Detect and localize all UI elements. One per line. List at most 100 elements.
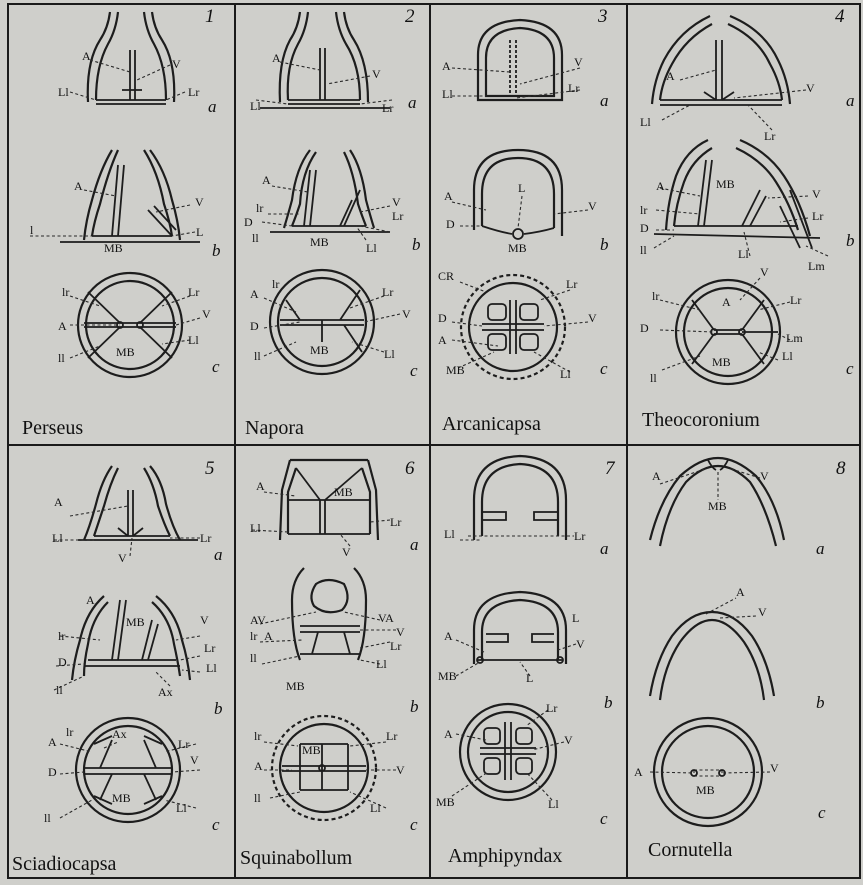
structure-label: V — [396, 625, 405, 639]
structure-label: Lr — [392, 209, 403, 223]
structure-label: Ll — [370, 801, 381, 815]
structure-label: Lr — [568, 81, 579, 95]
view-label-a: a — [600, 91, 609, 110]
structure-label: A — [250, 287, 259, 301]
structure-label: A — [438, 333, 447, 347]
structure-label: MB — [708, 499, 727, 513]
structure-label: Lr — [200, 531, 211, 545]
structure-label: Ax — [112, 727, 127, 741]
structure-label: ll — [650, 371, 657, 385]
view-label-a: a — [410, 535, 419, 554]
structure-label: lr — [58, 629, 65, 643]
structure-label: A — [444, 727, 453, 741]
view-label-a: a — [408, 93, 417, 112]
panel-number: 8 — [836, 458, 846, 479]
view-label-c: c — [410, 361, 418, 380]
structure-label: V — [402, 307, 411, 321]
structure-label: V — [195, 195, 204, 209]
structure-label: L — [518, 181, 525, 195]
structure-label: D — [446, 217, 455, 231]
view-label-b: b — [410, 697, 419, 716]
structure-label: Lr — [188, 285, 199, 299]
view-label-c: c — [846, 359, 854, 378]
genus-name: Squinabollum — [240, 847, 353, 869]
structure-label: A — [264, 629, 273, 643]
structure-label: Lr — [812, 209, 823, 223]
structure-label: V — [758, 605, 767, 619]
structure-label: Lr — [382, 101, 393, 115]
structure-label: D — [640, 321, 649, 335]
structure-label: D — [244, 215, 253, 229]
panel-number: 1 — [205, 6, 215, 27]
structure-label: Lr — [390, 639, 401, 653]
structure-label: Ll — [206, 661, 217, 675]
panel-number: 6 — [405, 458, 415, 479]
structure-label: Lr — [188, 85, 199, 99]
structure-label: Ll — [188, 333, 199, 347]
structure-label: V — [588, 311, 597, 325]
panel-number: 2 — [405, 6, 415, 27]
structure-label: MB — [112, 791, 131, 805]
structure-label: Ll — [176, 801, 187, 815]
structure-label: A — [736, 585, 745, 599]
view-label-b: b — [600, 235, 609, 254]
structure-label: D — [640, 221, 649, 235]
structure-label: V — [172, 57, 181, 71]
view-label-a: a — [214, 545, 223, 564]
structure-label: A — [58, 319, 67, 333]
structure-label: Ll — [548, 797, 559, 811]
structure-label: Ll — [250, 99, 261, 113]
structure-label: MB — [310, 235, 329, 249]
panel-number: 5 — [205, 458, 215, 479]
structure-label: A — [74, 179, 83, 193]
genus-name: Theocoronium — [642, 409, 760, 431]
structure-label: MB — [696, 783, 715, 797]
structure-label: ll — [640, 243, 647, 257]
structure-label: lr — [250, 629, 257, 643]
structure-label: MB — [104, 241, 123, 255]
structure-label: Ll — [442, 87, 453, 101]
structure-label: Lr — [386, 729, 397, 743]
structure-label: Ll — [376, 657, 387, 671]
structure-label: Lr — [790, 293, 801, 307]
structure-label: MB — [716, 177, 735, 191]
view-label-c: c — [212, 357, 220, 376]
genus-name: Cornutella — [648, 839, 733, 861]
structure-label: Lr — [764, 129, 775, 143]
structure-label: V — [770, 761, 779, 775]
structure-label: Lr — [546, 701, 557, 715]
genus-name: Sciadiocapsa — [12, 853, 117, 875]
structure-label: V — [588, 199, 597, 213]
structure-label: L — [196, 225, 203, 239]
view-label-c: c — [212, 815, 220, 834]
structure-label: A — [82, 49, 91, 63]
structure-label: Lr — [382, 285, 393, 299]
view-label-b: b — [604, 693, 613, 712]
structure-label: ll — [252, 231, 259, 245]
structure-label: V — [760, 469, 769, 483]
structure-label: VA — [378, 611, 394, 625]
structure-label: V — [760, 265, 769, 279]
structure-label: A — [272, 51, 281, 65]
structure-label: MB — [334, 485, 353, 499]
structure-label: Ll — [384, 347, 395, 361]
structure-label: A — [262, 173, 271, 187]
structure-label: Lm — [808, 259, 825, 273]
structure-label: V — [396, 763, 405, 777]
structure-label: A — [48, 735, 57, 749]
structure-label: lr — [62, 285, 69, 299]
view-label-c: c — [600, 809, 608, 828]
structure-label: D — [58, 655, 67, 669]
structure-label: V — [342, 545, 351, 559]
structure-label: MB — [436, 795, 455, 809]
genus-name: Napora — [245, 417, 304, 439]
structure-label: Lr — [204, 641, 215, 655]
structure-label: D — [48, 765, 57, 779]
structure-label: Lr — [566, 277, 577, 291]
genus-name: Perseus — [22, 417, 83, 439]
structure-label: Lr — [178, 737, 189, 751]
structure-label: V — [806, 81, 815, 95]
genus-name: Amphipyndax — [448, 845, 562, 867]
structure-label: MB — [302, 743, 321, 757]
structure-label: A — [54, 495, 63, 509]
